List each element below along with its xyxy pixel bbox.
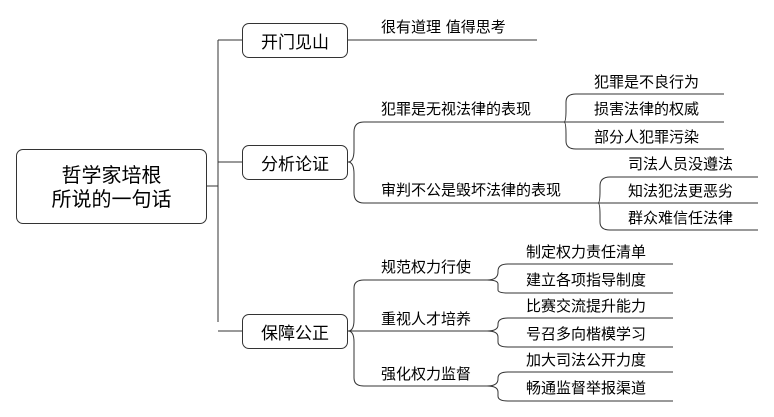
root-line-2: 所说的一句话: [51, 186, 172, 211]
branch-node-1: 开门见山: [242, 23, 348, 58]
sub-label-3-3: 强化权力监督: [381, 365, 472, 383]
leaf-2-1-1: 犯罪是不良行为: [594, 73, 700, 91]
leaf-3-3-1: 加大司法公开力度: [526, 351, 647, 369]
leaf-2-1-2: 损害法律的权威: [594, 100, 700, 118]
leaf-2-1-3: 部分人犯罪污染: [594, 128, 700, 146]
sub-label-3-1: 规范权力行使: [381, 258, 472, 276]
leaf-3-1-1: 制定权力责任清单: [526, 243, 647, 261]
leaf-2-2-3: 群众难信任法律: [628, 209, 734, 227]
leaf-3-2-1: 比赛交流提升能力: [526, 297, 647, 315]
branch-node-3: 保障公正: [242, 314, 348, 349]
branch-1-note: 很有道理 值得思考: [381, 18, 506, 36]
leaf-3-2-2: 号召多向楷模学习: [526, 325, 647, 343]
root-node: 哲学家培根 所说的一句话: [16, 149, 207, 224]
sub-label-3-2: 重视人才培养: [381, 310, 472, 328]
leaf-3-3-2: 畅通监督举报渠道: [526, 379, 647, 397]
root-line-1: 哲学家培根: [61, 162, 162, 187]
leaf-2-2-1: 司法人员没遵法: [628, 155, 734, 173]
leaf-2-2-2: 知法犯法更恶劣: [628, 182, 734, 200]
sub-label-2-2: 审判不公是毁坏法律的表现: [381, 181, 562, 199]
leaf-3-1-2: 建立各项指导制度: [526, 271, 647, 289]
branch-node-2: 分析论证: [242, 145, 348, 180]
sub-label-2-1: 犯罪是无视法律的表现: [381, 100, 532, 118]
